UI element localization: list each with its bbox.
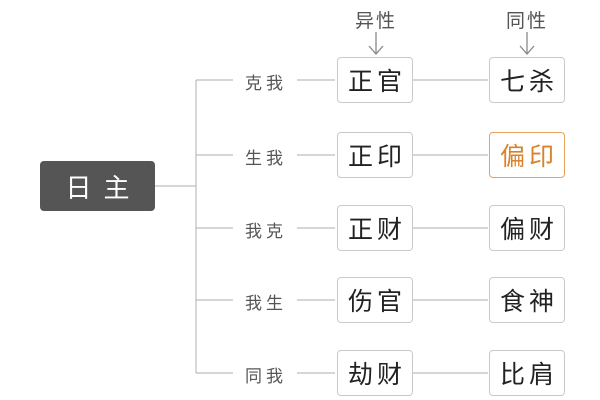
same-god-box: 偏印 [489, 132, 565, 178]
arrow-down-icon-head [368, 45, 384, 55]
arrow-down-icon-head [519, 45, 535, 55]
opposite-god-box: 正财 [337, 205, 413, 251]
same-god-box: 比肩 [489, 350, 565, 396]
relation-label: 生我 [245, 149, 287, 169]
opposite-god-box: 劫财 [337, 350, 413, 396]
relation-label: 同我 [245, 367, 287, 387]
header-opposite-sex: 异性 [354, 10, 397, 32]
relation-label: 我生 [245, 294, 287, 314]
opposite-god-box: 正印 [337, 132, 413, 178]
relation-label: 克我 [245, 74, 287, 94]
opposite-god-box: 伤官 [337, 277, 413, 323]
same-god-box: 食神 [489, 277, 565, 323]
header-same-sex: 同性 [505, 10, 548, 32]
same-god-box: 七杀 [489, 57, 565, 103]
same-god-box: 偏财 [489, 205, 565, 251]
opposite-god-box: 正官 [337, 57, 413, 103]
root-node: 日主 [40, 161, 155, 211]
relation-label: 我克 [245, 222, 287, 242]
